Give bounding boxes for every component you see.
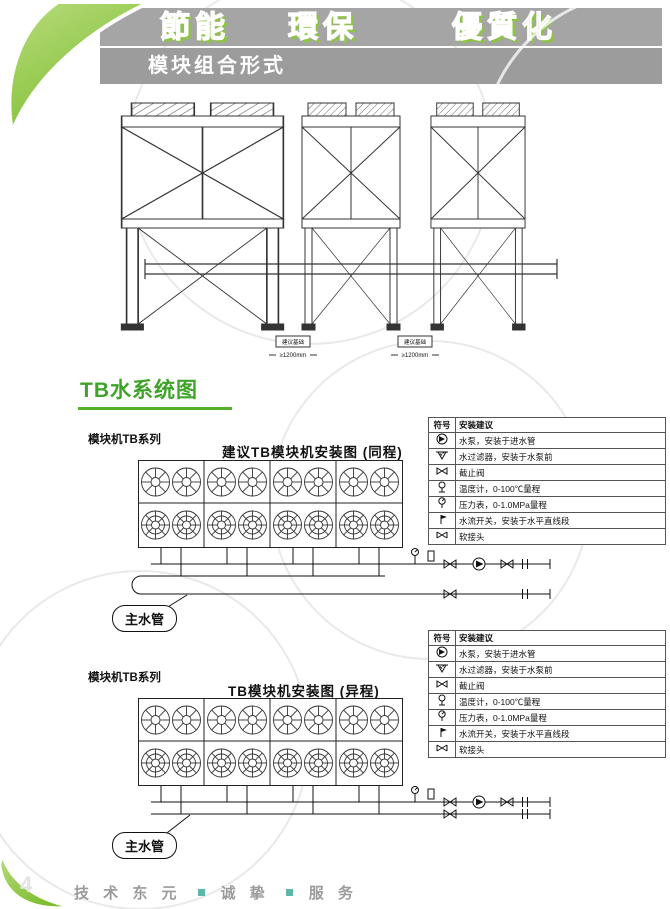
legend-row: 截止阀: [428, 677, 666, 694]
footer-word-group: 服 务: [308, 885, 358, 902]
legend-row: 截止阀: [428, 464, 666, 481]
brand-swoosh-top: [7, 0, 151, 138]
legend-text: 水泵，安装于进水管: [455, 645, 666, 662]
legend-row: 水流开关，安装于水平直线段: [428, 725, 666, 742]
piping-direct: [151, 786, 551, 837]
legend-text: 截止阀: [455, 677, 666, 694]
foundation-annotations: 建议基础 建议基础 ≥1200mm ≥1200mm: [269, 335, 439, 359]
module-unit-3: [430, 102, 526, 331]
legend-row: 温度计，0-100℃量程: [428, 480, 666, 497]
water-filter-icon: [435, 451, 449, 460]
pressure-gauge-icon: [438, 497, 446, 509]
legend-table-direct: 符号 安装建议 水泵，安装于进水管 水过滤器，安装于水泵前 截止阀 温度计，0-…: [428, 630, 666, 758]
legend-header-row: 符号 安装建议: [428, 630, 666, 646]
diagram-title-same: 建议TB模块机安装图 (同程): [222, 445, 403, 460]
water-header-pipes: [144, 259, 558, 279]
legend-header-advice: 安装建议: [455, 417, 666, 433]
brand-swoosh-bottom: [0, 855, 71, 909]
piping-same: [131, 548, 551, 611]
spacing-dimension: ≥1200mm: [280, 353, 307, 359]
legend-text: 水过滤器，安装于水泵前: [455, 661, 666, 678]
legend-header-advice: 安装建议: [455, 630, 666, 646]
foundation-label: 建议基础: [404, 338, 427, 346]
pressure-gauge-icon: [438, 710, 446, 722]
legend-text: 水流开关，安装于水平直线段: [455, 512, 666, 529]
footer-slogan: 技 术 东 元 诚 挚 服 务: [74, 882, 358, 903]
pressure-gauge-symbol: [411, 786, 419, 803]
legend-row: 压力表，0-1.0MPa量程: [428, 709, 666, 726]
footer-square: [197, 889, 205, 896]
pump-symbol: [472, 557, 486, 571]
footer-word-group: 技 术 东 元: [74, 885, 182, 902]
banner-word: 環保: [287, 10, 358, 44]
fan-array-same: [138, 460, 403, 548]
diagram-title-direct: TB模块机安装图 (异程): [228, 684, 380, 699]
legend-row: 水泵，安装于进水管: [428, 645, 666, 662]
legend-row: 温度计，0-100℃量程: [428, 693, 666, 710]
pump-symbol: [472, 795, 486, 809]
legend-text: 温度计，0-100℃量程: [455, 693, 666, 710]
banner-word: 節能: [159, 10, 230, 44]
fan-array-direct: [138, 698, 403, 786]
series-label-same: 模块机TB系列: [88, 434, 161, 446]
page-subtitle: 模块组合形式: [148, 55, 286, 77]
pressure-gauge-symbol: [411, 548, 419, 565]
thermometer-icon: [438, 694, 446, 706]
foundation-label: 建议基础: [282, 338, 305, 346]
module-assembly-drawing: 建议基础 建议基础 ≥1200mm ≥1200mm: [120, 102, 558, 359]
air-vent-symbol: [427, 550, 435, 562]
legend-text: 压力表，0-1.0MPa量程: [455, 709, 666, 726]
footer-square: [285, 889, 293, 896]
pump-icon: [436, 433, 448, 445]
module-unit-2: [301, 102, 401, 331]
page-number: 4: [20, 872, 33, 897]
flow-switch-icon: [440, 514, 448, 525]
thermometer-icon: [438, 481, 446, 493]
legend-text: 软接头: [455, 741, 666, 758]
legend-text: 截止阀: [455, 464, 666, 481]
stop-valve-icon: [436, 467, 448, 475]
section-title: TB水系统图: [78, 374, 232, 410]
legend-row: 软接头: [428, 741, 666, 758]
legend-row: 水流开关，安装于水平直线段: [428, 512, 666, 529]
pump-icon: [436, 646, 448, 658]
legend-row: 软接头: [428, 528, 666, 545]
legend-row: 水过滤器，安装于水泵前: [428, 661, 666, 678]
legend-table-same: 符号 安装建议 水泵，安装于进水管 水过滤器，安装于水泵前 截止阀 温度计，0-…: [428, 417, 666, 545]
legend-row: 水泵，安装于进水管: [428, 432, 666, 449]
legend-row: 压力表，0-1.0MPa量程: [428, 496, 666, 513]
flow-switch-icon: [440, 727, 448, 738]
main-pipe-label-direct: 主水管: [112, 832, 178, 859]
legend-row: 水过滤器，安装于水泵前: [428, 448, 666, 465]
legend-header-row: 符号 安装建议: [428, 417, 666, 433]
legend-text: 压力表，0-1.0MPa量程: [455, 496, 666, 513]
legend-text: 软接头: [455, 528, 666, 545]
legend-text: 水过滤器，安装于水泵前: [455, 448, 666, 465]
legend-text: 水泵，安装于进水管: [455, 432, 666, 449]
flexible-joint-icon: [436, 531, 448, 539]
footer-word-group: 诚 挚: [220, 885, 270, 902]
flexible-joint-icon: [436, 744, 448, 752]
legend-header-symbol: 符号: [428, 417, 456, 433]
air-vent-symbol: [427, 788, 435, 800]
legend-text: 温度计，0-100℃量程: [455, 480, 666, 497]
legend-text: 水流开关，安装于水平直线段: [455, 725, 666, 742]
legend-header-symbol: 符号: [428, 630, 456, 646]
stop-valve-icon: [436, 680, 448, 688]
series-label-direct: 模块机TB系列: [88, 672, 161, 684]
main-pipe-label-same: 主水管: [112, 605, 178, 632]
spacing-dimension: ≥1200mm: [402, 353, 429, 359]
water-filter-icon: [435, 664, 449, 673]
